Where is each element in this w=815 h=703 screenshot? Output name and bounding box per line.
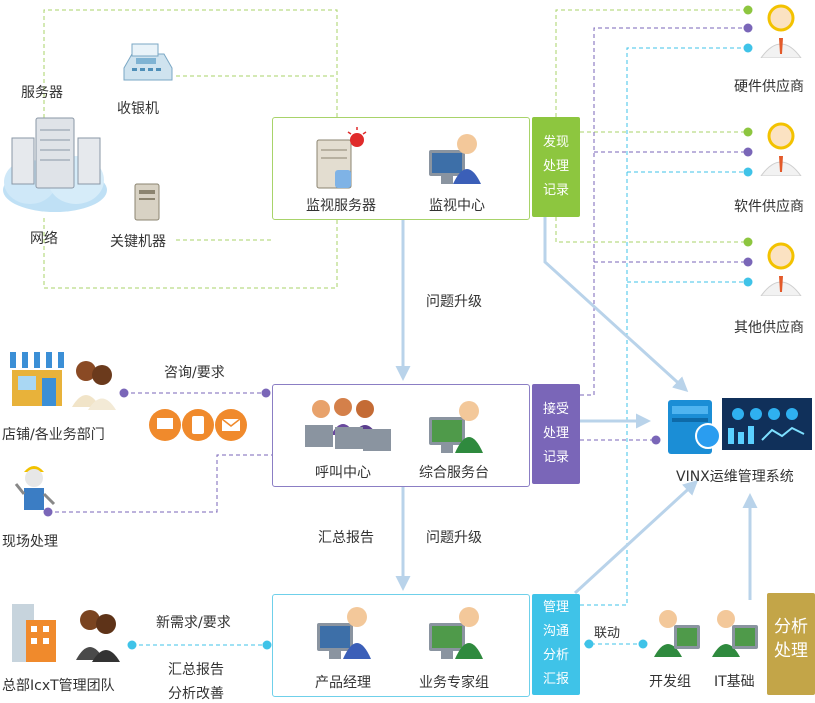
channel-icons bbox=[148, 408, 248, 442]
staff-group-icon bbox=[68, 355, 120, 410]
callcenter-group: 呼叫中心 综合服务台 bbox=[272, 384, 530, 487]
monitoring-center-operator-icon bbox=[423, 128, 485, 190]
linkage-flow-label: 联动 bbox=[594, 626, 621, 641]
product-manager-icon bbox=[313, 601, 375, 663]
analysis-flow-label: 分析改善 bbox=[168, 686, 224, 702]
hardware-vendor-label: 硬件供应商 bbox=[734, 79, 804, 95]
manager-team-icon bbox=[72, 604, 124, 662]
product-tag: 管理 沟通 分析 汇报 bbox=[532, 594, 580, 695]
key-machine-icon bbox=[130, 178, 164, 222]
callcenter-agents-icon bbox=[301, 395, 393, 457]
callcenter-tag: 接受 处理 记录 bbox=[532, 384, 580, 484]
monitor-server-label: 监视服务器 bbox=[306, 198, 376, 214]
product-manager-label: 产品经理 bbox=[315, 675, 371, 691]
software-vendor-label: 软件供应商 bbox=[734, 199, 804, 215]
new-request-flow-label: 新需求/要求 bbox=[156, 615, 231, 631]
hq-label: 总部IcxT管理团队 bbox=[2, 678, 115, 694]
service-desk-label: 综合服务台 bbox=[419, 465, 489, 481]
other-vendor-avatar-icon bbox=[757, 238, 805, 297]
escalate-flow-label-1: 问题升级 bbox=[426, 294, 482, 310]
consult-flow-label: 咨询/要求 bbox=[164, 365, 225, 381]
report-flow-label: 汇总报告 bbox=[318, 530, 374, 546]
shop-icon bbox=[6, 348, 68, 408]
server-label: 服务器 bbox=[21, 85, 63, 101]
monitor-server-icon bbox=[309, 126, 367, 190]
analysis-tag: 分析 处理 bbox=[767, 593, 815, 695]
software-vendor-avatar-icon bbox=[757, 118, 805, 177]
field-label: 现场处理 bbox=[2, 534, 58, 550]
expert-group-icon bbox=[425, 601, 487, 663]
summary-report-flow-label: 汇总报告 bbox=[168, 662, 224, 678]
vinx-system-icon bbox=[664, 392, 814, 456]
escalate-flow-label-2: 问题升级 bbox=[426, 530, 482, 546]
network-label: 网络 bbox=[30, 231, 58, 247]
callcenter-label: 呼叫中心 bbox=[315, 465, 371, 481]
expert-group-label: 业务专家组 bbox=[419, 675, 489, 691]
monitor-center-label: 监视中心 bbox=[429, 198, 485, 214]
product-group: 产品经理 业务专家组 bbox=[272, 594, 530, 697]
network-server-cloud-icon bbox=[0, 112, 110, 216]
it-infra-label: IT基础 bbox=[714, 674, 755, 690]
key-machine-label: 关键机器 bbox=[110, 234, 166, 250]
dev-team-icon bbox=[650, 605, 702, 661]
service-desk-operator-icon bbox=[425, 395, 487, 457]
monitor-tag: 发现 处理 记录 bbox=[532, 117, 580, 217]
dev-team-label: 开发组 bbox=[649, 674, 691, 690]
cashier-icon bbox=[118, 40, 176, 88]
monitoring-group: 监视服务器 监视中心 bbox=[272, 117, 530, 220]
cashier-label: 收银机 bbox=[117, 101, 159, 117]
shops-label: 店铺/各业务部门 bbox=[2, 427, 105, 443]
field-worker-icon bbox=[6, 458, 62, 520]
hardware-vendor-avatar-icon bbox=[757, 0, 805, 59]
vinx-system-label: VINX运维管理系统 bbox=[676, 469, 794, 485]
it-infra-icon bbox=[708, 605, 760, 661]
building-icon bbox=[6, 596, 66, 662]
other-vendor-label: 其他供应商 bbox=[734, 320, 804, 336]
